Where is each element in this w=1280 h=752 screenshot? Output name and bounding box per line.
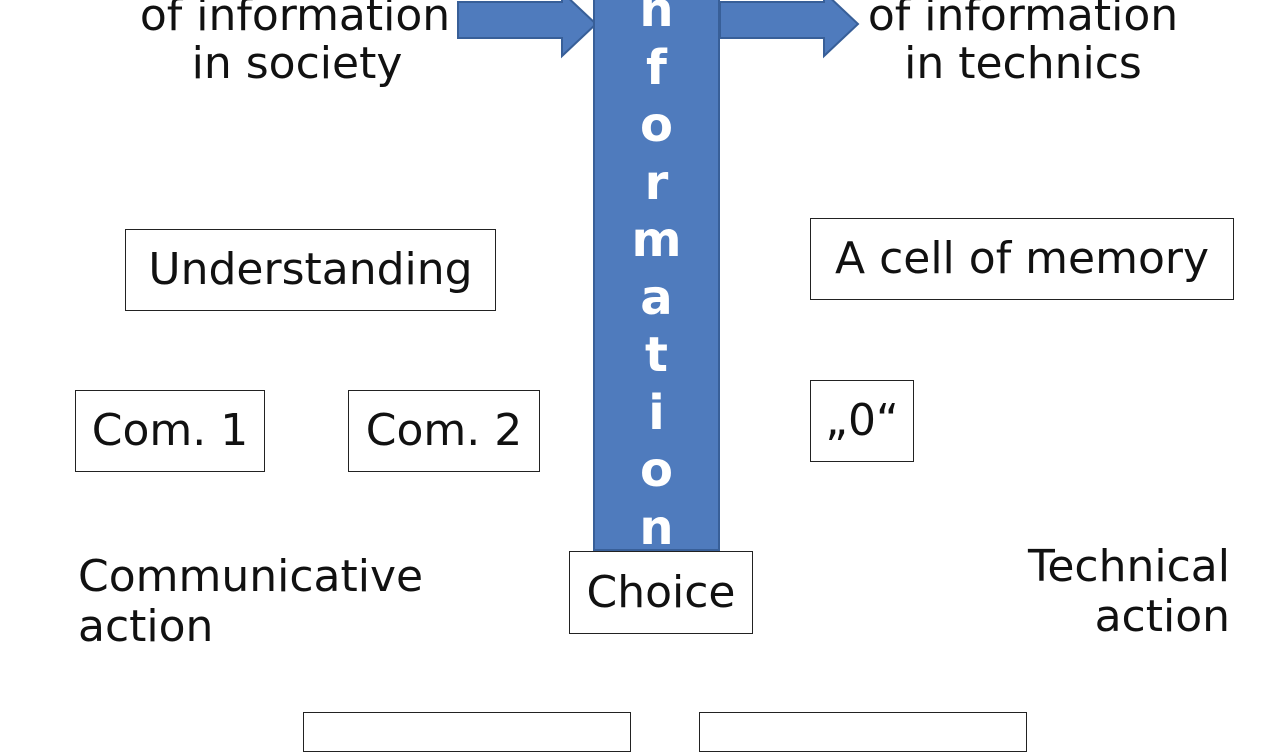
choice-box: Choice	[569, 551, 753, 634]
information-letters: n f o r m a t i o n	[595, 0, 718, 557]
com2-box: Com. 2	[348, 390, 540, 472]
right-heading: of information in technics	[858, 0, 1188, 88]
letter-t: t	[645, 327, 668, 383]
com1-box: Com. 1	[75, 390, 265, 472]
communicative-action-line-1: Communicative	[78, 551, 424, 602]
letter-m: m	[631, 212, 682, 268]
cell-of-memory-box: A cell of memory	[810, 218, 1234, 300]
letter-a: a	[640, 269, 673, 326]
letter-n-2: n	[639, 499, 674, 556]
bottom-right-box	[699, 712, 1027, 752]
letter-i: i	[648, 384, 665, 441]
right-heading-line-1: of information	[867, 0, 1179, 41]
letter-o: o	[640, 97, 673, 153]
technical-action-line-1: Technical	[1027, 541, 1230, 592]
technical-action-label: Technical action	[1028, 542, 1230, 642]
left-heading-line-2: in society	[191, 38, 403, 89]
letter-n: n	[639, 0, 674, 38]
communicative-action-label: Communicative action	[78, 552, 423, 652]
right-heading-line-2: in technics	[904, 38, 1142, 89]
information-column: n f o r m a t i o n	[593, 0, 720, 556]
zero-box: „0“	[810, 380, 914, 462]
letter-r: r	[644, 154, 669, 211]
left-heading: of information in society	[130, 0, 460, 88]
right-arrow	[719, 0, 860, 59]
letter-f: f	[646, 39, 667, 96]
left-heading-line-1: of information	[139, 0, 451, 41]
left-arrow	[457, 0, 598, 59]
letter-o-2: o	[640, 442, 673, 498]
understanding-box: Understanding	[125, 229, 496, 311]
bottom-left-box	[303, 712, 631, 752]
communicative-action-line-2: action	[78, 601, 214, 652]
technical-action-line-2: action	[1094, 591, 1230, 642]
